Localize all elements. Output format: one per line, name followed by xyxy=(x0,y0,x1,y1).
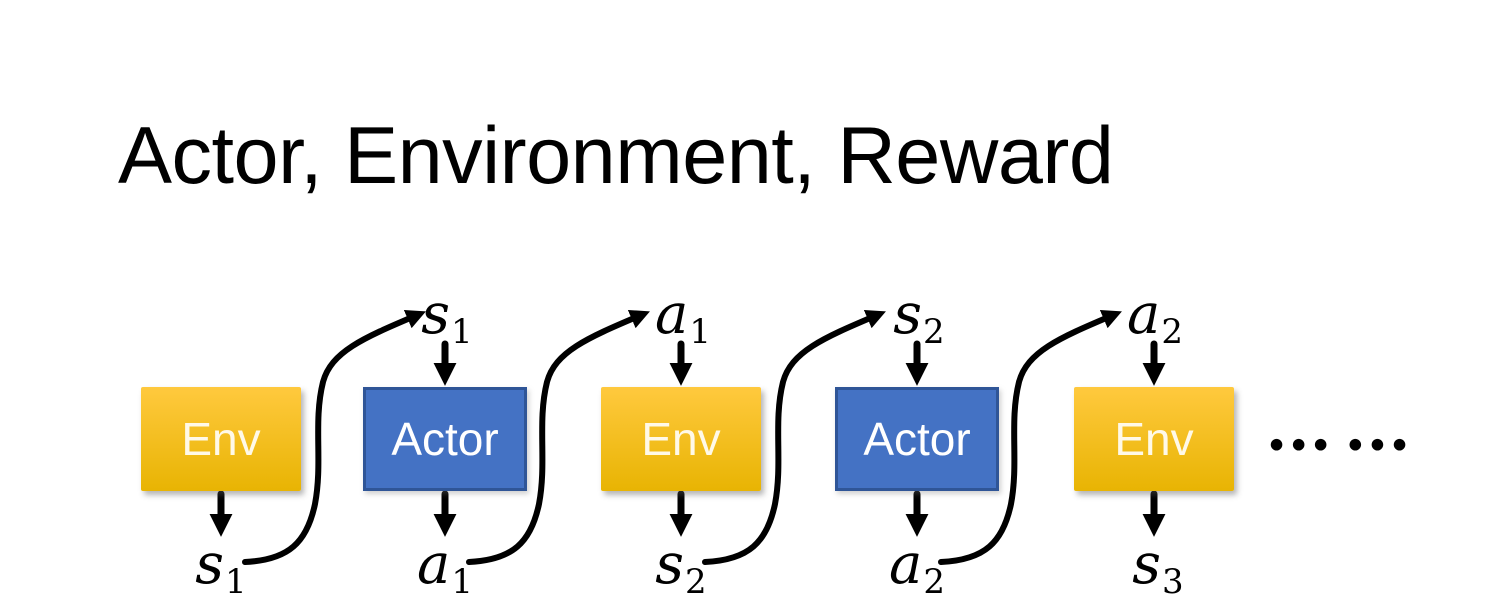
bottom-label-a1-sub: 1 xyxy=(451,562,474,602)
actor-box-2: Actor xyxy=(835,387,999,491)
bottom-label-s1: s1 xyxy=(195,537,246,603)
bottom-label-s3-base: s xyxy=(1132,532,1162,597)
top-label-s1-sub: 1 xyxy=(451,312,473,352)
curve-arrow-a1-up xyxy=(466,309,650,565)
bottom-label-s2-sub: 2 xyxy=(685,562,707,602)
bottom-label-a1: a1 xyxy=(417,537,473,603)
env-box-1-label: Env xyxy=(181,413,261,465)
curve-arrow-a2-up xyxy=(938,309,1122,565)
top-label-a2-sub: 2 xyxy=(1161,312,1184,352)
slide-title: Actor, Environment, Reward xyxy=(118,111,1114,201)
top-label-a1-base: a xyxy=(654,282,689,347)
actor-box-1: Actor xyxy=(363,387,527,491)
bottom-label-a2: a2 xyxy=(889,537,945,603)
top-label-a2: a2 xyxy=(1127,287,1183,353)
curve-arrow-s1-up xyxy=(242,309,426,565)
top-label-a1-sub: 1 xyxy=(689,312,712,352)
actor-box-1-label: Actor xyxy=(391,413,499,465)
env-box-1: Env xyxy=(141,387,301,491)
bottom-label-s3: s3 xyxy=(1132,537,1183,603)
top-label-s1-base: s xyxy=(421,282,451,347)
bottom-label-a1-base: a xyxy=(416,532,451,597)
bottom-label-s1-sub: 1 xyxy=(225,562,247,602)
bottom-label-a2-base: a xyxy=(888,532,923,597)
curve-arrow-s2-up xyxy=(702,309,886,565)
top-label-s2-sub: 2 xyxy=(923,312,945,352)
top-label-a2-base: a xyxy=(1126,282,1161,347)
actor-box-2-label: Actor xyxy=(863,413,971,465)
env-box-3: Env xyxy=(1074,387,1234,491)
top-label-a1: a1 xyxy=(655,287,711,353)
continuation-dots: ••• ••• xyxy=(1266,426,1412,465)
env-box-3-label: Env xyxy=(1114,413,1194,465)
env-box-2-label: Env xyxy=(641,413,721,465)
bottom-label-s1-base: s xyxy=(195,532,225,597)
bottom-label-a2-sub: 2 xyxy=(923,562,946,602)
top-label-s2: s2 xyxy=(893,287,944,353)
top-label-s2-base: s xyxy=(893,282,923,347)
bottom-label-s2: s2 xyxy=(655,537,706,603)
env-box-2: Env xyxy=(601,387,761,491)
bottom-label-s2-base: s xyxy=(655,532,685,597)
top-label-s1: s1 xyxy=(421,287,472,353)
bottom-label-s3-sub: 3 xyxy=(1162,562,1184,602)
